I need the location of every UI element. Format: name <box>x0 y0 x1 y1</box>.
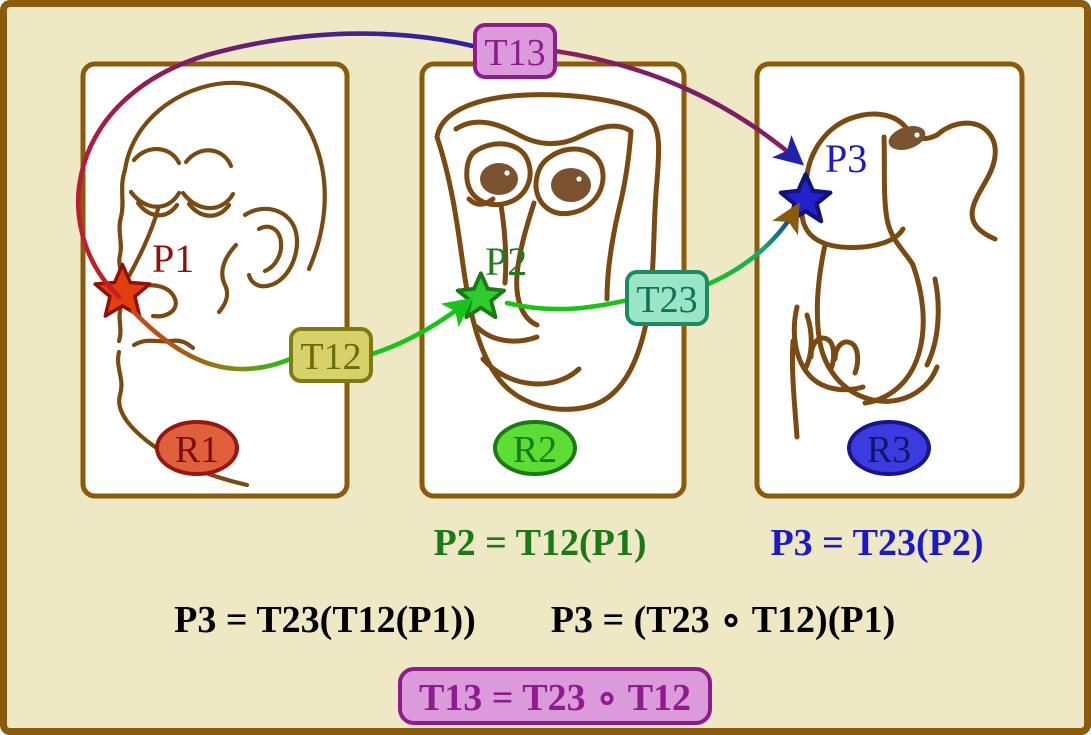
r3-badge-label: R3 <box>867 429 911 471</box>
human-face-sketch <box>115 80 327 488</box>
monkey-right-eye-glint <box>576 176 582 182</box>
t13-chip-box <box>473 23 557 79</box>
t13-chip[interactable]: T13 <box>473 23 557 79</box>
t13-chip-label: T13 <box>484 32 545 74</box>
p1-star-marker <box>93 262 152 318</box>
r1-badge-ellipse <box>155 420 239 476</box>
monkey-left-eye <box>480 163 518 195</box>
t23-chip-label: T23 <box>636 279 697 321</box>
t12-chip-label: T12 <box>300 336 361 378</box>
diagram-svg: P1 R1 <box>76 23 1025 725</box>
t23-chip[interactable]: T23 <box>625 270 709 326</box>
panel-3[interactable]: P3 R3 <box>754 61 1025 499</box>
conclusion-chip-box <box>398 667 712 725</box>
monkey-right-eye <box>551 168 591 202</box>
r1-region-badge[interactable]: R1 <box>155 420 239 476</box>
sheep-eye-glint <box>914 132 920 138</box>
conclusion-chip[interactable]: T13 = T23 ∘ T12 <box>398 667 712 725</box>
equation-p3: P3 = T23(P2) <box>770 522 983 564</box>
r2-badge-label: R2 <box>513 429 557 471</box>
panel-1[interactable]: P1 R1 <box>80 61 350 499</box>
t12-chip[interactable]: T12 <box>289 327 373 383</box>
panel-1-frame <box>80 61 350 499</box>
monkey-left-eye-glint <box>504 170 510 176</box>
t12-chip-box <box>289 327 373 383</box>
arrow-t23-right <box>698 202 800 290</box>
r2-region-badge[interactable]: R2 <box>493 420 577 476</box>
arrow-t12-right <box>366 297 474 358</box>
p2-label: P2 <box>485 239 527 284</box>
arrow-t13-right <box>552 48 805 166</box>
conclusion-chip-label: T13 = T23 ∘ T12 <box>419 677 691 719</box>
arrow-t12-left <box>130 308 298 372</box>
arrow-t13-left <box>76 31 480 300</box>
equation-p3-nested: P3 = T23(T12(P1)) <box>174 599 476 641</box>
r3-badge-ellipse <box>847 420 931 476</box>
r3-region-badge[interactable]: R3 <box>847 420 931 476</box>
p1-label: P1 <box>152 236 194 281</box>
equation-p3-compose: P3 = (T23 ∘ T12)(P1) <box>551 599 896 641</box>
t23-chip-box <box>625 270 709 326</box>
arrow-t23-left <box>504 296 636 312</box>
r2-badge-ellipse <box>493 420 577 476</box>
equation-p2: P2 = T12(P1) <box>433 522 646 564</box>
r1-badge-label: R1 <box>175 429 219 471</box>
p3-label: P3 <box>825 136 867 181</box>
sheep-eye <box>888 126 926 150</box>
